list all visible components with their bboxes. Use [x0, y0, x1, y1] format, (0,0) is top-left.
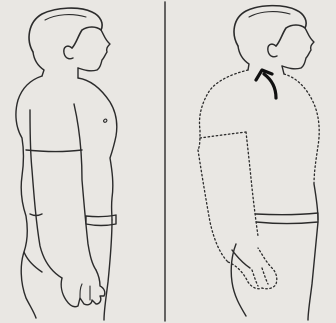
right-hair-strand: [249, 12, 290, 17]
upper-back-arrow: [264, 74, 276, 98]
right-back-lower: [231, 244, 246, 316]
left-hair-strand: [45, 15, 86, 20]
left-neck-back: [33, 52, 44, 76]
left-hand-fingers: [80, 284, 90, 300]
left-back: [16, 76, 42, 318]
left-shirt-hem: [26, 150, 82, 152]
right-buttock: [232, 250, 250, 268]
right-ear: [268, 44, 277, 57]
left-arm-front: [74, 104, 96, 270]
right-shirt-front: [284, 74, 319, 184]
right-figure: [198, 6, 319, 320]
right-face: [282, 28, 314, 69]
right-shirt-back: [198, 70, 248, 150]
right-leg-front: [308, 222, 318, 320]
right-belt: [256, 213, 318, 224]
left-ear: [64, 46, 73, 59]
left-face: [78, 30, 110, 71]
right-arm-back: [198, 150, 228, 262]
left-buttock: [24, 252, 42, 272]
right-hand-fingers: [252, 268, 268, 286]
left-nipple: [104, 119, 107, 122]
left-hand: [61, 270, 105, 307]
left-figure: [16, 8, 117, 320]
left-leg-front: [104, 220, 112, 320]
right-arm-shoulder: [246, 132, 258, 236]
left-arm-back: [30, 110, 62, 278]
right-neck-back: [238, 46, 249, 70]
right-shirt-hem: [200, 132, 246, 138]
